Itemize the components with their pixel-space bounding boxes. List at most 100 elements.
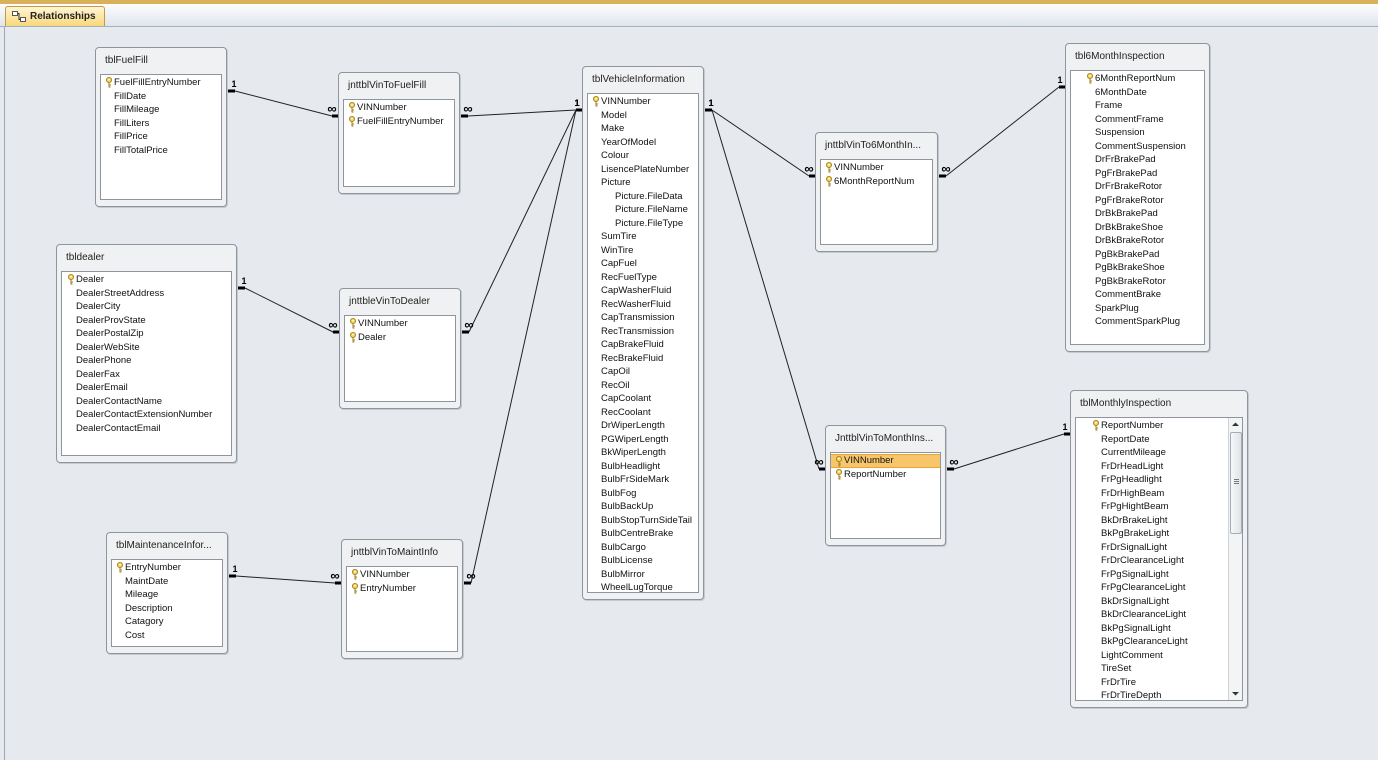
field-row[interactable]: PgFrBrakePad <box>1071 167 1204 181</box>
field-row[interactable]: DrBkBrakePad <box>1071 207 1204 221</box>
field-row[interactable]: YearOfModel <box>588 136 698 150</box>
field-row[interactable]: WinTire <box>588 244 698 258</box>
field-row[interactable]: 6MonthReportNum <box>1071 72 1204 86</box>
field-row[interactable]: EntryNumber <box>112 561 222 575</box>
field-row[interactable]: PGWiperLength <box>588 433 698 447</box>
field-row[interactable]: DrBkBrakeShoe <box>1071 221 1204 235</box>
field-row[interactable]: RecWasherFluid <box>588 298 698 312</box>
field-row[interactable]: ReportNumber <box>831 468 940 482</box>
field-row[interactable]: CapTransmission <box>588 311 698 325</box>
field-row[interactable]: CapBrakeFluid <box>588 338 698 352</box>
field-row[interactable]: RecOil <box>588 379 698 393</box>
field-row[interactable]: SparkPlug <box>1071 302 1204 316</box>
field-row[interactable]: DrFrBrakeRotor <box>1071 180 1204 194</box>
table-title[interactable]: jnttblVinTo6MonthIn... <box>825 140 921 151</box>
field-row[interactable]: DealerContactExtensionNumber <box>62 408 231 422</box>
field-row[interactable]: Catagory <box>112 615 222 629</box>
field-row[interactable]: FillDate <box>101 90 221 104</box>
field-row[interactable]: CapOil <box>588 365 698 379</box>
field-row[interactable]: VINNumber <box>821 161 932 175</box>
table-title[interactable]: tbl6MonthInspection <box>1075 51 1165 62</box>
field-row[interactable]: BulbHeadlight <box>588 460 698 474</box>
field-row[interactable]: VINNumber <box>831 454 940 468</box>
table-title[interactable]: jnttblVinToMaintInfo <box>351 547 439 558</box>
field-row[interactable]: BulbCargo <box>588 541 698 555</box>
field-row[interactable]: ReportNumber <box>1076 419 1242 433</box>
field-row[interactable]: FrDrHighBeam <box>1076 487 1242 501</box>
vertical-scrollbar[interactable] <box>1228 418 1242 700</box>
field-row[interactable]: CapCoolant <box>588 392 698 406</box>
field-row[interactable]: PgBkBrakePad <box>1071 248 1204 262</box>
field-row[interactable]: 6MonthDate <box>1071 86 1204 100</box>
field-row[interactable]: BulbFrSideMark <box>588 473 698 487</box>
field-row[interactable]: FrPgHeadlight <box>1076 473 1242 487</box>
field-row[interactable]: SumTire <box>588 230 698 244</box>
field-row[interactable]: VINNumber <box>347 568 457 582</box>
field-row[interactable]: FrPgSignalLight <box>1076 568 1242 582</box>
field-row[interactable]: FrDrTireDepth <box>1076 689 1242 700</box>
collapse-toggle-icon[interactable] <box>587 179 588 186</box>
table-title[interactable]: tblVehicleInformation <box>592 74 685 85</box>
table-title[interactable]: tblMaintenanceInfor... <box>116 540 212 551</box>
scroll-thumb[interactable] <box>1230 432 1242 534</box>
scroll-down-icon[interactable] <box>1229 687 1242 700</box>
field-row[interactable]: RecTransmission <box>588 325 698 339</box>
field-row[interactable]: WheelLugTorque <box>588 581 698 592</box>
field-row[interactable]: MaintDate <box>112 575 222 589</box>
field-row[interactable]: Frame <box>1071 99 1204 113</box>
field-row[interactable]: Make <box>588 122 698 136</box>
field-row[interactable]: BulbFog <box>588 487 698 501</box>
field-row[interactable]: FrDrHeadLight <box>1076 460 1242 474</box>
table-title[interactable]: jnttblVinToFuelFill <box>348 80 427 91</box>
field-row[interactable]: Mileage <box>112 588 222 602</box>
field-row[interactable]: VINNumber <box>344 101 454 115</box>
field-row[interactable]: BulbMirror <box>588 568 698 582</box>
table-title[interactable]: tblMonthlyInspection <box>1080 398 1172 409</box>
field-row[interactable]: Picture.FileType <box>588 217 698 231</box>
table-title[interactable]: tblFuelFill <box>105 55 148 66</box>
field-row[interactable]: DealerPhone <box>62 354 231 368</box>
field-row[interactable]: DealerEmail <box>62 381 231 395</box>
field-row[interactable]: RecCoolant <box>588 406 698 420</box>
field-row[interactable]: DealerProvState <box>62 314 231 328</box>
field-row[interactable]: TireSet <box>1076 662 1242 676</box>
field-row[interactable]: RecFuelType <box>588 271 698 285</box>
table-title[interactable]: JnttblVinToMonthIns... <box>835 433 934 444</box>
field-row[interactable]: Cost <box>112 629 222 643</box>
field-row[interactable]: ReportDate <box>1076 433 1242 447</box>
field-row[interactable]: BkDrClearanceLight <box>1076 608 1242 622</box>
field-row[interactable]: FillTotalPrice <box>101 144 221 158</box>
field-row[interactable]: 6MonthReportNum <box>821 175 932 189</box>
field-row[interactable]: PgFrBrakeRotor <box>1071 194 1204 208</box>
field-row[interactable]: DrFrBrakePad <box>1071 153 1204 167</box>
field-row[interactable]: FillMileage <box>101 103 221 117</box>
field-row[interactable]: BkPgBrakeLight <box>1076 527 1242 541</box>
field-row[interactable]: FrDrClearanceLight <box>1076 554 1242 568</box>
field-row[interactable]: Dealer <box>62 273 231 287</box>
field-row[interactable]: RecBrakeFluid <box>588 352 698 366</box>
field-row[interactable]: Dealer <box>345 331 455 345</box>
field-row[interactable]: VINNumber <box>588 95 698 109</box>
field-row[interactable]: DealerPostalZip <box>62 327 231 341</box>
field-row[interactable]: DealerContactName <box>62 395 231 409</box>
field-row[interactable]: LisencePlateNumber <box>588 163 698 177</box>
field-row[interactable]: FillPrice <box>101 130 221 144</box>
